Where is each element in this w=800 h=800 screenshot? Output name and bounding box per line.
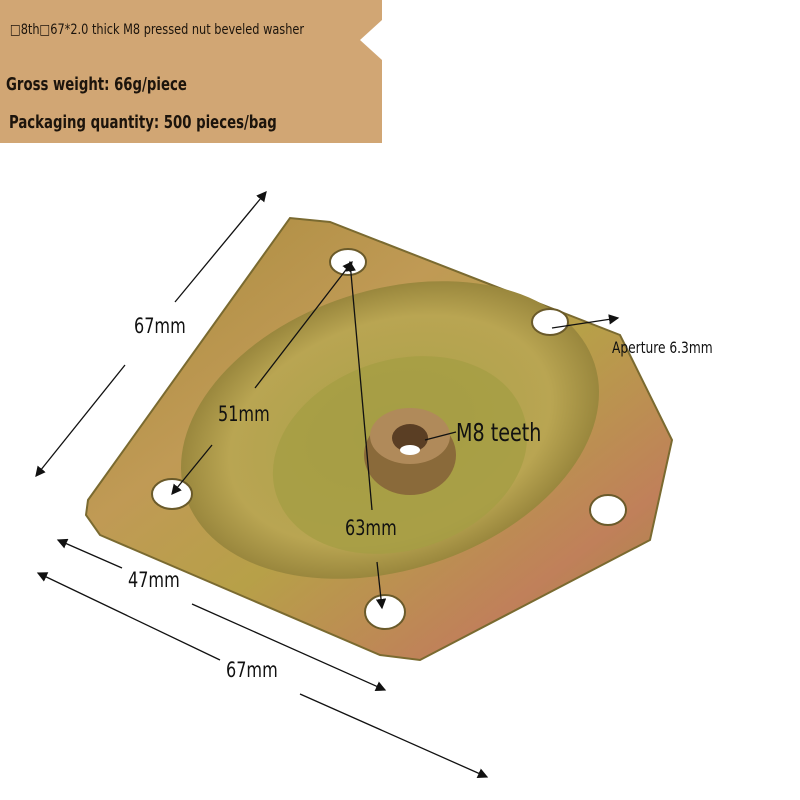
- mounting-holes: [151, 248, 627, 630]
- washer-plate: [84, 216, 674, 662]
- dimension-bevel-edge: 47mm: [128, 568, 180, 592]
- dimension-hole-span: 63mm: [345, 516, 397, 540]
- dimension-inner-diagonal: 51mm: [218, 402, 270, 426]
- packaging-quantity: Packaging quantity: 500 pieces/bag: [9, 112, 277, 133]
- dimension-side-left: 67mm: [134, 314, 186, 338]
- dimension-arrows: [35, 190, 620, 779]
- gross-weight: Gross weight: 66g/piece: [6, 74, 187, 95]
- info-banner: □8th□67*2.0 thick M8 pressed nut beveled…: [0, 0, 382, 143]
- banner-notch: [360, 20, 382, 60]
- dimension-bottom-side: 67mm: [226, 658, 278, 682]
- thread-label: M8 teeth: [456, 418, 542, 447]
- aperture-label: Aperture 6.3mm: [612, 338, 713, 357]
- product-title: □8th□67*2.0 thick M8 pressed nut beveled…: [10, 22, 305, 38]
